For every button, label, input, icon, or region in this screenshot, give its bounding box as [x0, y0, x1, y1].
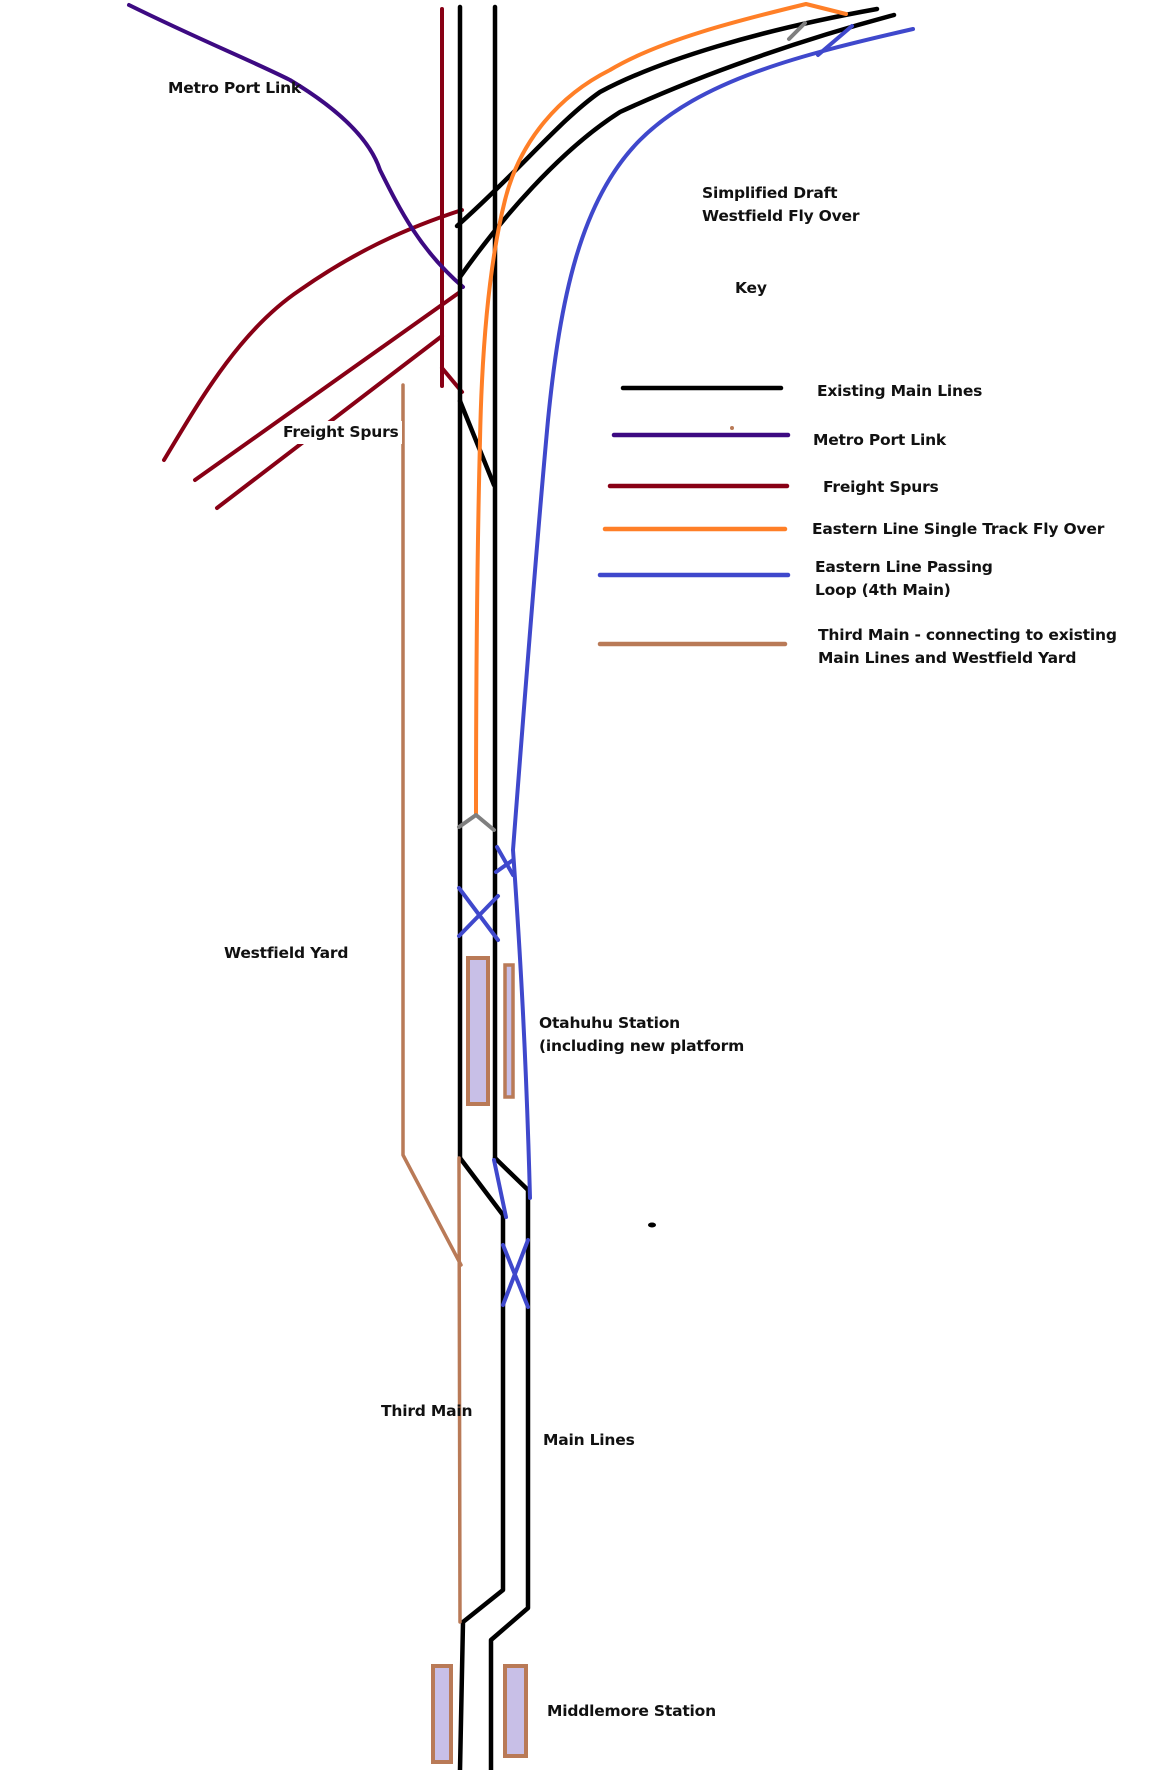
passing-loop-main: [511, 27, 915, 1200]
otahuhu-platform-main: [466, 956, 490, 1106]
freight-spur-middle: [193, 290, 462, 482]
label-otahuhu-station: Otahuhu Station: [539, 1014, 681, 1032]
diagram-title-line2: Westfield Fly Over: [702, 207, 860, 225]
key-label-existing-main-lines: Existing Main Lines: [817, 382, 983, 400]
key-label-third-main-1: Third Main - connecting to existing: [818, 626, 1117, 644]
key-label-freight-spurs: Freight Spurs: [823, 478, 939, 496]
key-label-eastern-passing-loop-2: Loop (4th Main): [815, 581, 951, 599]
crossover-x-lower-b: [501, 1238, 530, 1307]
label-main-lines: Main Lines: [543, 1431, 635, 1449]
freight-spur-curve: [162, 208, 464, 462]
key-label-third-main-2: Main Lines and Westfield Yard: [818, 649, 1077, 667]
eastern-flyover-track: [474, 2, 848, 817]
label-third-main: Third Main: [381, 1402, 473, 1420]
main-line-crossover: [457, 398, 497, 488]
third-main: [401, 383, 463, 1624]
middlemore-platform-west: [431, 1664, 453, 1764]
third-main-line: [457, 1156, 462, 1624]
junction-markers: [457, 21, 807, 832]
junction-top: [787, 21, 807, 41]
stray-dot: [648, 1222, 656, 1228]
key-label-metro-port-link: Metro Port Link: [813, 431, 947, 449]
middlemore-platform-east: [503, 1664, 528, 1758]
passing-loop-small-cross: [494, 858, 515, 874]
key-swatches: [597, 385, 791, 647]
metro-port-link-track: [127, 3, 465, 289]
eastern-passing-loop: [457, 24, 915, 1309]
label-metro-port-link: Metro Port Link: [168, 79, 302, 97]
diagram-title-line1: Simplified Draft: [702, 184, 838, 202]
crossover-x-upper-b: [457, 894, 500, 938]
main-line-branch-b: [457, 12, 897, 280]
middlemore-station: [431, 1664, 528, 1764]
main-line-right-lower: [488, 1155, 531, 1770]
otahuhu-platform-new: [503, 963, 515, 1099]
label-middlemore-station: Middlemore Station: [547, 1702, 716, 1720]
passing-loop-link: [492, 1158, 508, 1219]
key-label-eastern-passing-loop-1: Eastern Line Passing: [815, 558, 993, 576]
key-heading: Key: [735, 279, 767, 297]
third-main-yard-line: [401, 383, 463, 1267]
label-westfield-yard: Westfield Yard: [224, 944, 349, 962]
passing-loop-small-spur: [495, 845, 515, 877]
otahuhu-station: [466, 956, 515, 1106]
junction-fork: [457, 813, 496, 832]
key-swatch-dot: [730, 426, 734, 430]
existing-main-lines: [454, 4, 897, 1770]
key-label-eastern-flyover: Eastern Line Single Track Fly Over: [812, 520, 1105, 538]
passing-loop-v-spur: [816, 24, 854, 57]
label-otahuhu-note: (including new platform: [539, 1037, 745, 1055]
main-line-left-lower: [457, 1155, 506, 1770]
label-freight-spurs: Freight Spurs: [283, 421, 402, 444]
